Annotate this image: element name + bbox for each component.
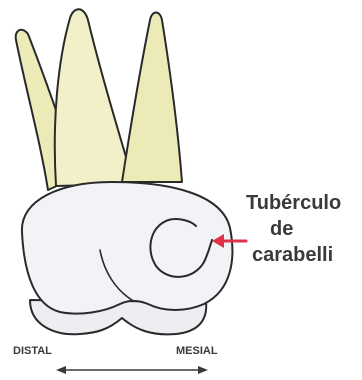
tooth-crown xyxy=(22,182,232,334)
carabelli-label-line-2: de xyxy=(270,218,293,241)
mesial-label: MESIAL xyxy=(176,345,218,357)
carabelli-label-line-3: carabelli xyxy=(252,244,333,267)
carabelli-label-line-1: Tubérculo xyxy=(246,192,341,215)
root-palatal xyxy=(55,9,134,186)
root-mesiobuccal xyxy=(122,13,182,183)
distal-label: DISTAL xyxy=(13,345,52,357)
crown-body xyxy=(22,182,232,314)
distal-mesial-axis-arrow xyxy=(56,366,208,374)
tooth-roots xyxy=(16,9,182,190)
